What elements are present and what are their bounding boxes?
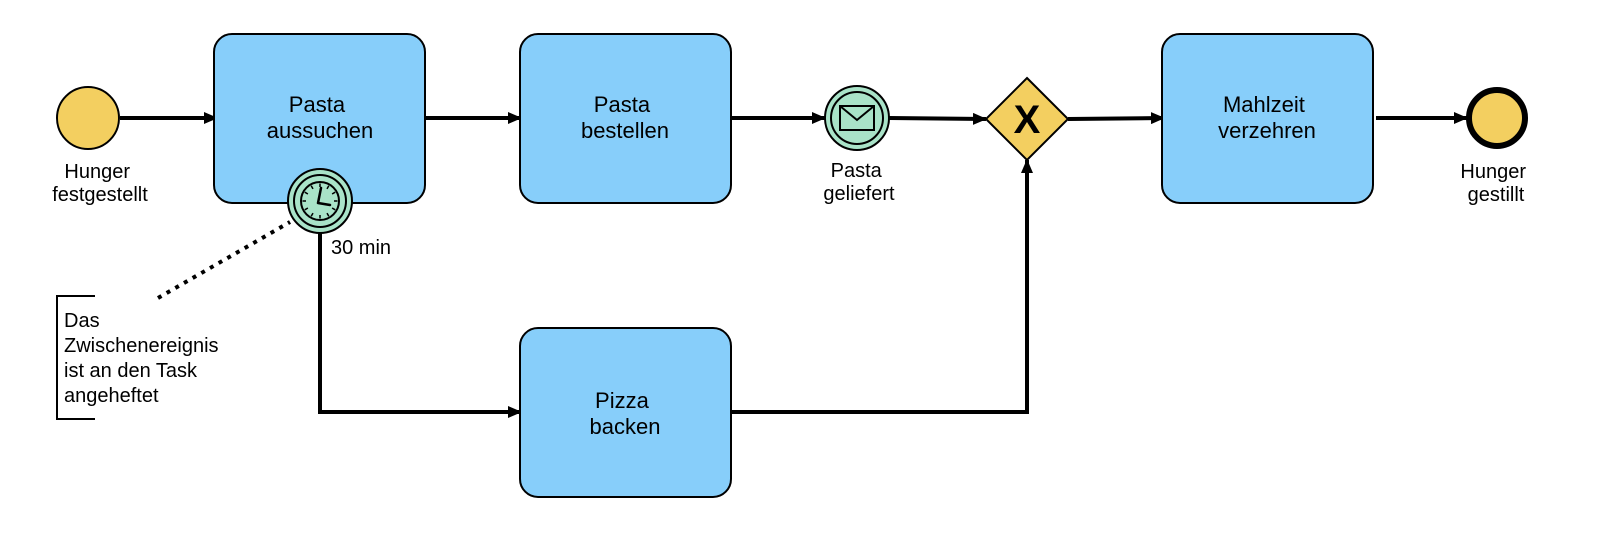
sequence-flows — [120, 112, 1468, 418]
end-event[interactable] — [1466, 87, 1528, 149]
task-pizza-backen-label: Pizza backen — [590, 388, 661, 439]
flow-pizza-backen-to-gateway[interactable] — [732, 159, 1033, 414]
task-pasta-aussuchen[interactable]: Pasta aussuchen — [213, 33, 426, 204]
task-pasta-bestellen-label: Pasta bestellen — [581, 92, 669, 143]
start-event[interactable] — [56, 86, 120, 150]
message-event-label: Pasta geliefert — [823, 160, 895, 205]
message-catch-event[interactable] — [824, 85, 890, 151]
clock-icon — [300, 181, 340, 221]
flow-message-event-to-gateway[interactable] — [888, 112, 987, 125]
end-event-label: Hunger gestillt — [1460, 161, 1531, 206]
exclusive-gateway[interactable]: X — [984, 76, 1070, 162]
task-mahlzeit-verzehren-label: Mahlzeit verzehren — [1218, 92, 1316, 143]
timer-event-label: 30 min — [331, 237, 391, 259]
boundary-timer-event[interactable] — [287, 168, 353, 234]
gateway-diamond — [984, 76, 1070, 162]
annotation-bracket — [56, 295, 95, 420]
task-pizza-backen[interactable]: Pizza backen — [519, 327, 732, 498]
annotation-text: Das Zwischenereignis ist an den Task ang… — [64, 310, 224, 407]
task-pasta-bestellen[interactable]: Pasta bestellen — [519, 33, 732, 204]
text-annotation[interactable]: Das Zwischenereignis ist an den Task ang… — [56, 295, 224, 420]
start-event-label: Hunger festgestellt — [52, 161, 148, 206]
task-pasta-aussuchen-label: Pasta aussuchen — [267, 92, 373, 143]
flow-timer-to-pizza-backen[interactable] — [318, 232, 522, 418]
task-pasta-bestellen-box — [519, 33, 732, 204]
annotation-association — [157, 220, 291, 300]
flow-gateway-to-mahlzeit[interactable] — [1067, 112, 1165, 125]
envelope-icon — [839, 105, 875, 131]
end-event-circle — [1466, 87, 1528, 149]
task-mahlzeit-verzehren-box — [1161, 33, 1374, 204]
start-event-circle — [56, 86, 120, 150]
gateway-x-icon: X — [1014, 98, 1041, 142]
task-mahlzeit-verzehren[interactable]: Mahlzeit verzehren — [1161, 33, 1374, 204]
task-pizza-backen-box — [519, 327, 732, 498]
